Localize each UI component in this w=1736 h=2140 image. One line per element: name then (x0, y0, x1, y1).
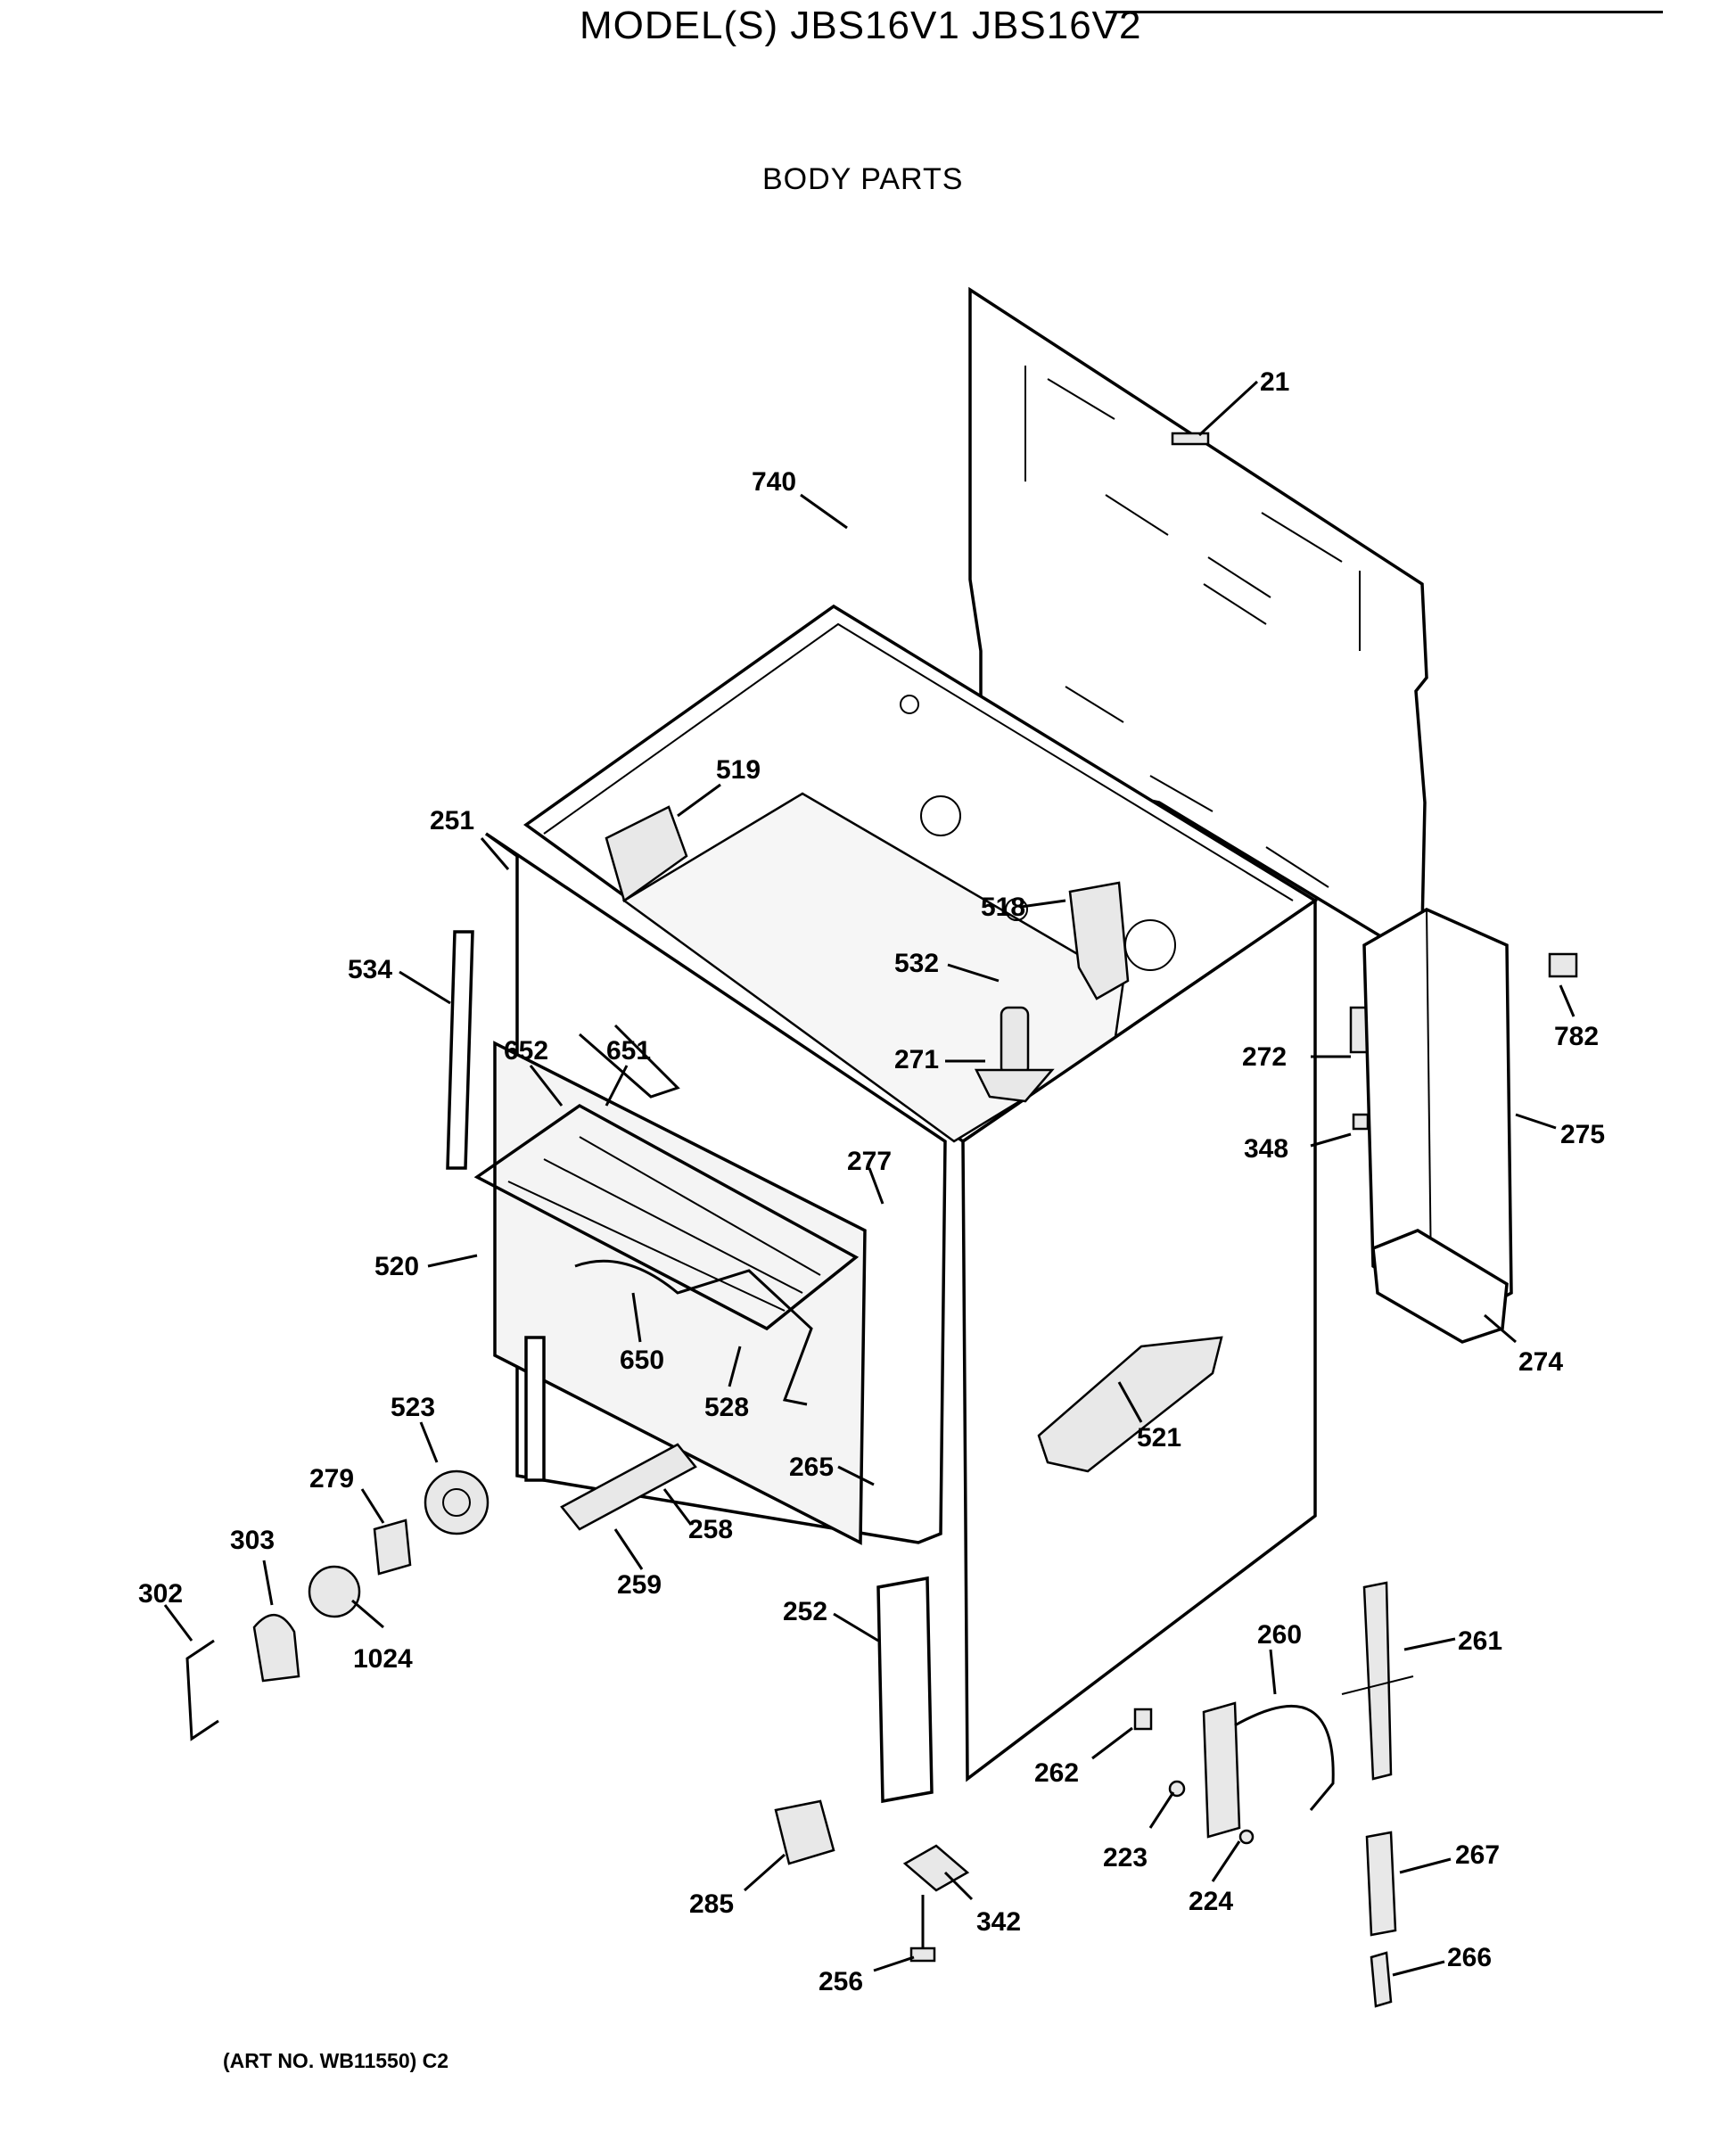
part-label-520: 520 (374, 1252, 419, 1281)
link-266 (1370, 1951, 1393, 2008)
part-label-303: 303 (230, 1526, 275, 1555)
part-label-275: 275 (1560, 1120, 1605, 1149)
light-assembly (185, 1469, 490, 1741)
leader-lines (163, 380, 1576, 1977)
part-label-265: 265 (789, 1453, 834, 1482)
part-label-279: 279 (309, 1464, 354, 1494)
part-label-528: 528 (704, 1393, 749, 1422)
part-label-782: 782 (1554, 1022, 1599, 1051)
hinge-261 (1341, 1581, 1414, 1781)
part-label-521: 521 (1137, 1423, 1181, 1453)
part-label-266: 266 (1447, 1943, 1492, 1972)
part-label-252: 252 (783, 1597, 827, 1626)
range-body (484, 604, 1319, 1804)
art-number: (ART NO. WB11550) C2 (223, 2049, 449, 2072)
part-label-260: 260 (1257, 1620, 1302, 1650)
part-label-251: 251 (430, 806, 474, 835)
rear-panel-275 (1362, 908, 1513, 1322)
leveling-leg-256 (909, 1895, 936, 1963)
door-gasket (446, 930, 474, 1170)
part-label-652: 652 (504, 1036, 548, 1066)
spring-267 (1365, 1831, 1397, 1937)
part-label-523: 523 (391, 1393, 435, 1422)
part-label-274: 274 (1518, 1347, 1563, 1377)
box-285 (774, 1799, 835, 1865)
part-label-651: 651 (606, 1036, 651, 1066)
part-label-272: 272 (1242, 1042, 1287, 1072)
part-label-258: 258 (688, 1515, 733, 1544)
part-label-285: 285 (689, 1889, 734, 1919)
part-label-518: 518 (981, 893, 1025, 922)
slide-258 (560, 1443, 697, 1531)
section-title: BODY PARTS (762, 162, 964, 196)
part-label-740: 740 (752, 467, 796, 497)
part-label-261: 261 (1458, 1626, 1502, 1656)
part-label-532: 532 (894, 949, 939, 978)
part-label-259: 259 (617, 1570, 662, 1600)
nut-224 (1238, 1829, 1255, 1845)
part-label-519: 519 (716, 755, 761, 785)
part-label-302: 302 (138, 1579, 183, 1609)
clip-262 (1133, 1708, 1153, 1731)
part-label-223: 223 (1103, 1843, 1148, 1872)
part-label-348: 348 (1244, 1134, 1288, 1164)
part-label-277: 277 (847, 1147, 892, 1176)
part-label-534: 534 (348, 955, 392, 984)
part-label-271: 271 (894, 1045, 939, 1074)
part-label-1024: 1024 (353, 1644, 413, 1674)
part-label-650: 650 (620, 1346, 664, 1375)
insulator-348 (1352, 1113, 1370, 1131)
clip-782 (1548, 952, 1578, 978)
bracket-274 (1371, 1229, 1509, 1344)
oven-rack (473, 1024, 860, 1406)
model-title: MODEL(S) JBS16V1 JBS16V2 (580, 4, 1142, 47)
part-label-256: 256 (819, 1967, 863, 1996)
part-label-342: 342 (976, 1907, 1021, 1937)
part-label-267: 267 (1455, 1840, 1500, 1870)
part-label-224: 224 (1189, 1887, 1233, 1916)
part-label-262: 262 (1034, 1758, 1079, 1788)
sensor-532 (974, 1006, 1055, 1103)
part-labels: 21 740 519 251 518 534 532 652 651 271 2… (138, 367, 1605, 1996)
part-label-21: 21 (1260, 367, 1289, 397)
hinge-260 (1202, 1701, 1335, 1839)
header-rule (1106, 11, 1663, 13)
